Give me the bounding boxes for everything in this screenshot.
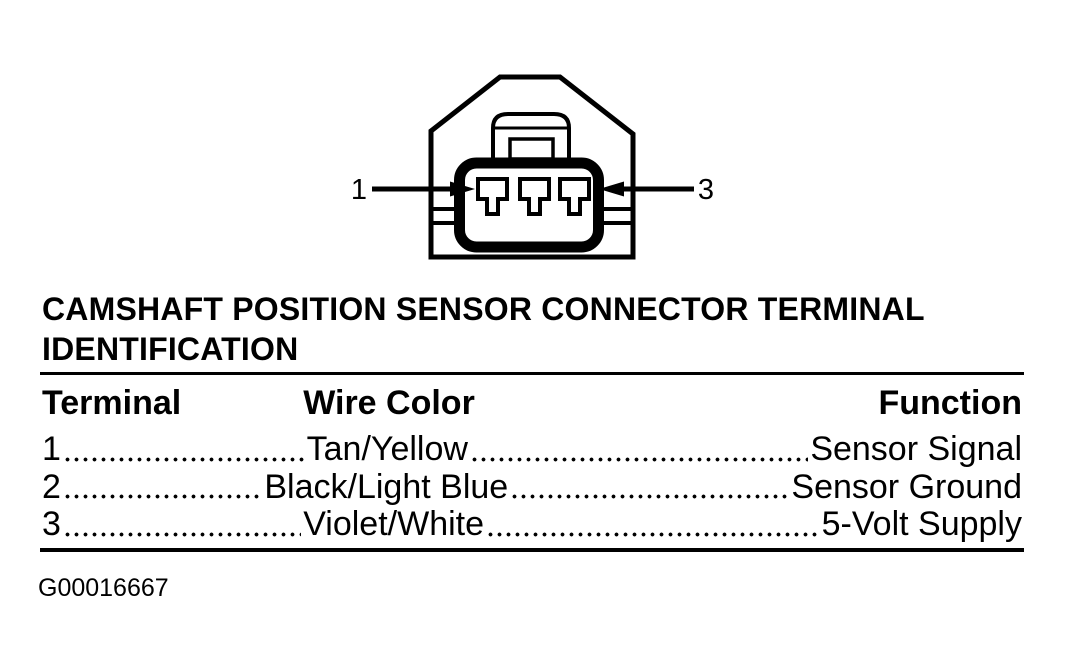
terminal-pin-3	[558, 177, 591, 216]
terminal-number: 2	[42, 467, 61, 506]
terminal-number: 1	[42, 430, 61, 468]
terminal-1-arrowhead	[450, 181, 475, 197]
table-row: 1 Tan/Yellow Sensor Signal	[40, 430, 1022, 469]
connector-diagram: 1 3	[351, 74, 714, 260]
terminal-pin-1	[476, 177, 509, 216]
function-value: Sensor Ground	[791, 467, 1022, 506]
dot-leader	[62, 506, 302, 544]
figure-id: G00016667	[38, 574, 169, 602]
terminal-number: 3	[42, 505, 61, 543]
terminal-3-callout-label: 3	[698, 174, 714, 206]
terminal-3-arrowhead	[599, 181, 624, 197]
dot-leader	[510, 468, 790, 506]
function-value: 5-Volt Supply	[821, 505, 1022, 543]
column-header-terminal: Terminal	[42, 384, 182, 422]
dot-leader	[469, 431, 809, 469]
column-header-function: Function	[878, 384, 1022, 422]
column-header-wire-color: Wire Color	[303, 384, 475, 422]
terminal-1-callout-label: 1	[351, 174, 367, 206]
dot-leader	[486, 506, 820, 544]
dot-leader	[62, 431, 305, 469]
wire-color-value: Violet/White	[303, 505, 485, 543]
latch-tab-inner-rect	[508, 137, 555, 161]
terminal-pin-2	[518, 177, 551, 216]
table-header-row: Terminal Wire Color Function	[40, 384, 1022, 422]
table-row: 3 Violet/White 5-Volt Supply	[40, 505, 1022, 544]
table-bottom-rule	[40, 548, 1024, 552]
wire-color-value: Tan/Yellow	[306, 430, 468, 468]
terminal-table: 1 Tan/Yellow Sensor Signal 2 Black/Light…	[40, 430, 1022, 544]
figure-title: CAMSHAFT POSITION SENSOR CONNECTOR TERMI…	[42, 291, 925, 367]
header-top-rule	[40, 372, 1024, 375]
table-row: 2 Black/Light Blue Sensor Ground	[40, 467, 1022, 506]
dot-leader	[62, 468, 263, 506]
wire-color-value: Black/Light Blue	[264, 467, 509, 506]
function-value: Sensor Signal	[810, 430, 1022, 468]
